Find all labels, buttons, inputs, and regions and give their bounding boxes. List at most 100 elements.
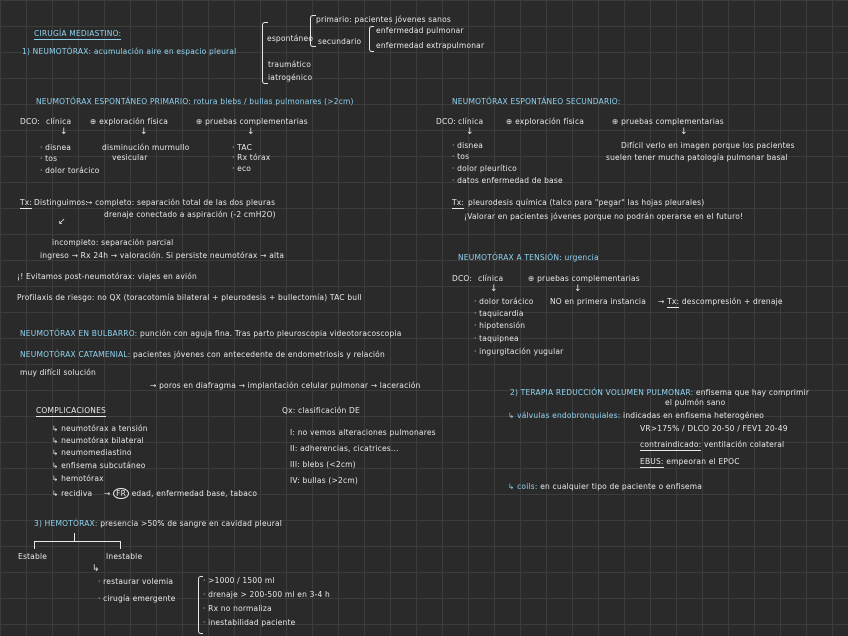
valvulas-line: ↳ válvulas endobronquiales: indicadas en…: [508, 411, 765, 420]
secundario-exploracion: ⊕ exploración física: [506, 117, 585, 126]
secundario-clinica: clínica: [458, 117, 484, 126]
hemotorax-estable: Estable: [18, 552, 48, 561]
secundario-dco-label: DCO:: [436, 117, 457, 126]
hemotorax-criterio-3: · Rx no normaliza: [203, 604, 272, 613]
primario-clinica: clínica: [46, 117, 72, 126]
reduccion-heading: 2) TERAPIA REDUCCIÓN VOLUMEN PULMONAR: e…: [510, 388, 810, 397]
tension-clinica-1: · dolor torácico: [474, 297, 534, 306]
tension-dco-label: DCO:: [452, 274, 473, 283]
distinguimos: Distinguimos:: [34, 198, 89, 207]
complicacion-item: ↳ neumotórax bilateral: [52, 436, 144, 445]
pleurodesis: pleurodesis química (talco para "pegar" …: [468, 198, 705, 207]
primario-prueba-2: · Rx tórax: [232, 153, 271, 162]
primario-exploracion-2: vesicular: [112, 153, 148, 162]
arrow-down-icon: ↓: [490, 284, 498, 294]
tension-clinica-4: · taquipnea: [474, 334, 519, 343]
primario-exploracion: ⊕ exploración física: [90, 117, 169, 126]
primario-clinica-2: · tos: [40, 154, 58, 163]
primario-label: primario: pacientes jóvenes sanos: [316, 15, 452, 24]
arrow-down-icon: ↓: [680, 127, 688, 137]
secundario-clinica-2: · tos: [452, 152, 470, 161]
arrow-down-icon: ↳: [92, 564, 100, 574]
secundario-dificil-2: suelen tener mucha patología pulmonar ba…: [606, 153, 788, 162]
secundario-clinica-1: · disnea: [452, 141, 484, 150]
catamenial-poro: → poros en diafragma → implantación celu…: [150, 381, 421, 390]
tension-no: NO en primera instancia: [550, 297, 646, 306]
arrow-down-icon: ↓: [140, 127, 148, 137]
hemotorax-tree-bar: [34, 541, 120, 542]
hemotorax-inestable-2: · cirugía emergente: [98, 594, 176, 603]
ingreso: ingreso → Rx 24h → valoración. Si persis…: [40, 251, 285, 260]
primario-clinica-3: · dolor torácico: [40, 166, 100, 175]
catamenial-dificil: muy difícil solución: [20, 368, 97, 377]
complicacion-item: ↳ neumomediastino: [52, 448, 132, 457]
arrow-down-icon: ↓: [247, 127, 255, 137]
valorar: ¡Valorar en pacientes jóvenes porque no …: [464, 212, 744, 221]
neumotorax-heading: 1) NEUMOTÓRAX: acumulación aire en espac…: [22, 47, 237, 56]
evitamos: ¡! Evitamos post-neumotórax: viajes en a…: [17, 272, 197, 281]
primario-pruebas: ⊕ pruebas complementarias: [196, 117, 308, 126]
completo: → completo: separación total de las dos …: [86, 198, 276, 207]
secundario-heading: NEUMOTÓRAX ESPONTÁNEO SECUNDARIO:: [452, 97, 621, 106]
secundario-brace: [369, 26, 374, 52]
fr-circle: FR: [113, 488, 130, 499]
hemotorax-heading: 3) HEMOTÓRAX: presencia >50% de sangre e…: [34, 519, 283, 528]
ebus: EBUS: empeoran el EPOC: [640, 457, 740, 468]
profilaxis: Profilaxis de riesgo: no QX (toracotomía…: [17, 293, 362, 302]
clasificacion-item: III: blebs (<2cm): [290, 460, 356, 469]
incompleto: incompleto: separación parcial: [52, 238, 174, 247]
hemotorax-inestable-1: · restaurar volemia: [98, 577, 174, 586]
tension-clinica-2: · taquicardia: [474, 309, 524, 318]
completo-2: drenaje conectado a aspiración (-2 cmH2O…: [104, 210, 276, 219]
primario-heading: NEUMOTÓRAX ESPONTÁNEO PRIMARIO: rotura b…: [36, 97, 354, 106]
secundario-clinica-4: · datos enfermedad de base: [452, 176, 563, 185]
primario-prueba-3: · eco: [232, 164, 252, 173]
primario-dco-label: DCO:: [20, 117, 41, 126]
arrow-down-icon: ↓: [466, 127, 474, 137]
neumotorax-brace: [262, 22, 268, 84]
catamenial-line: NEUMOTÓRAX CATAMENIAL: pacientes jóvenes…: [20, 350, 385, 359]
primario-exploracion-1: disminución murmullo: [102, 143, 190, 152]
clasificacion-item: IV: bullas (>2cm): [290, 476, 358, 485]
arrow-down-icon: ↓: [574, 284, 582, 294]
complicacion-item: ↳ neumotórax a tensión: [52, 424, 148, 433]
tension-clinica: clínica: [478, 274, 504, 283]
hemotorax-criterio-2: · drenaje > 200-500 ml en 3-4 h: [203, 590, 330, 599]
reduccion-heading-2: el pulmón sano: [665, 398, 726, 407]
secundario-label: secundario: [318, 37, 362, 46]
tension-clinica-3: · hipotensión: [474, 321, 526, 330]
complicacion-item: ↳ recidiva: [52, 489, 93, 498]
valvulas-criteria: VR>175% / DLCO 20-50 / FEV1 20-49: [640, 424, 788, 433]
bulbar-line: NEUMOTÓRAX EN BULBARRO: punción con aguj…: [20, 329, 402, 338]
tension-tx: → Tx: descompresión + drenaje: [658, 297, 783, 308]
primario-tx-label: Tx:: [20, 198, 33, 209]
secundario-dificil: Difícil verlo en imagen porque los pacie…: [621, 141, 795, 150]
contraindicado: contraindicado: ventilación colateral: [640, 440, 785, 451]
complicaciones-heading: COMPLICACIONES: [36, 406, 107, 417]
secundario-tx-label: Tx:: [452, 198, 465, 209]
hemotorax-tree-stem: [74, 533, 75, 541]
secundario-item-1: enfermedad pulmonar: [376, 26, 464, 35]
tension-heading: NEUMOTÓRAX A TENSIÓN: urgencia: [458, 253, 599, 262]
clasificacion-heading: Qx: clasificación DE: [282, 406, 360, 415]
clasificacion-item: II: adherencias, cicatrices...: [290, 444, 399, 453]
hemotorax-criteria-brace: [198, 576, 203, 634]
tension-clinica-5: · ingurgitación yugular: [474, 347, 564, 356]
secundario-clinica-3: · dolor pleurítico: [452, 164, 517, 173]
coils-line: ↳ coils: en cualquier tipo de paciente o…: [508, 482, 703, 491]
secundario-pruebas: ⊕ pruebas complementarias: [612, 117, 724, 126]
hemotorax-criterio-4: · inestabilidad paciente: [203, 618, 296, 627]
traumatico-label: traumático: [268, 60, 312, 69]
primario-prueba-1: · TAC: [232, 143, 253, 152]
arrow-down-icon: ↙: [58, 217, 66, 227]
complicacion-item: ↳ hemotórax: [52, 474, 104, 483]
iatrogenico-label: iatrogénico: [268, 73, 313, 82]
hemotorax-tree-left: [34, 541, 35, 549]
secundario-item-2: enfermedad extrapulmonar: [376, 41, 485, 50]
tension-pruebas: ⊕ pruebas complementarias: [528, 274, 640, 283]
espontaneo-label: espontáneo: [267, 34, 314, 43]
hemotorax-criterio-1: · >1000 / 1500 ml: [203, 576, 275, 585]
primario-clinica-1: · disnea: [40, 143, 72, 152]
hemotorax-tree-right: [120, 541, 121, 549]
recidiva-extra: → FR edad, enfermedad base, tabaco: [104, 488, 258, 499]
